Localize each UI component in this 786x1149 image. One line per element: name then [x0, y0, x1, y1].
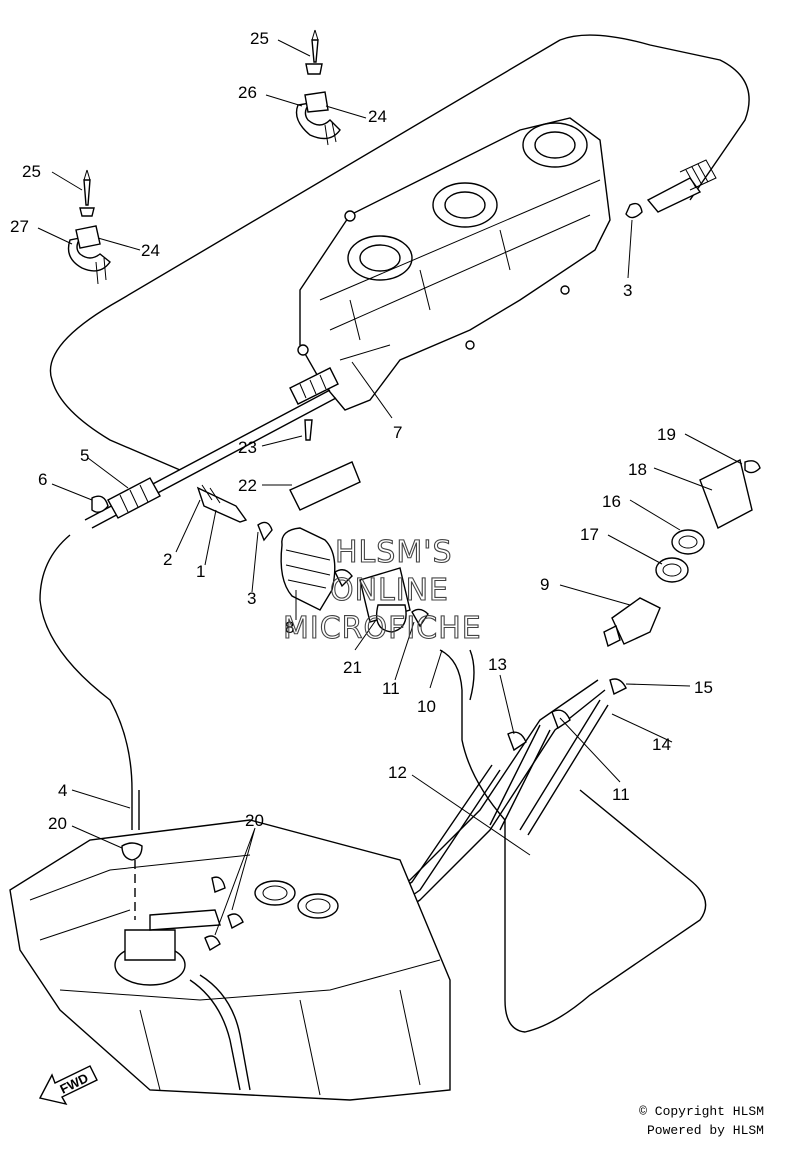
callout-3-right: 3 — [623, 281, 632, 300]
callout-15: 15 — [694, 678, 713, 697]
fuel-tank — [9, 819, 451, 1101]
callout-2: 2 — [163, 550, 172, 569]
callout-19: 19 — [657, 425, 676, 444]
callout-13: 13 — [488, 655, 507, 674]
callout-3-left: 3 — [247, 589, 256, 608]
callout-17: 17 — [580, 525, 599, 544]
copyright-line: © Copyright HLSM — [639, 1104, 764, 1119]
clip-6 — [91, 495, 109, 513]
watermark-line1: HLSM'S — [335, 535, 453, 570]
callout-12: 12 — [388, 763, 407, 782]
callout-21: 21 — [343, 658, 362, 677]
callout-24-top: 24 — [368, 107, 387, 126]
fuel-filter-assembly — [257, 419, 429, 633]
powered-by-line: Powered by HLSM — [646, 1123, 764, 1138]
callout-25-top: 25 — [250, 29, 269, 48]
callout-18: 18 — [628, 460, 647, 479]
callout-9: 9 — [540, 575, 549, 594]
cable-tie-27-24 — [67, 169, 111, 285]
callout-20-mid: 20 — [245, 811, 264, 830]
vent-hose-4 — [131, 790, 140, 830]
forward-direction-arrow: FWD — [38, 1065, 98, 1106]
carburetor-assembly — [297, 117, 611, 411]
callout-14: 14 — [652, 735, 671, 754]
clip-20 — [121, 842, 143, 861]
watermark-line3: MICROFICHE — [283, 611, 482, 646]
callout-8: 8 — [285, 618, 294, 637]
callout-6: 6 — [38, 470, 47, 489]
vent-check-valve-assembly — [603, 458, 761, 696]
callout-24-left: 24 — [141, 241, 160, 260]
cable-tie-26-24 — [295, 29, 341, 146]
hose-routing-outline — [49, 34, 750, 471]
callout-27: 27 — [10, 217, 29, 236]
hose-fitting-right — [625, 159, 717, 219]
hose-routing-lower — [39, 534, 133, 791]
callout-23: 23 — [238, 438, 257, 457]
callout-5: 5 — [80, 446, 89, 465]
callout-22: 22 — [238, 476, 257, 495]
fuel-hose-1-2 — [84, 367, 339, 529]
callout-16: 16 — [602, 492, 621, 511]
callout-4: 4 — [58, 781, 67, 800]
callout-10: 10 — [417, 697, 436, 716]
callout-7: 7 — [393, 423, 402, 442]
callout-1: 1 — [196, 562, 205, 581]
callout-25-left: 25 — [22, 162, 41, 181]
watermark-line2: ONLINE — [330, 573, 449, 608]
leader-lines — [37, 39, 743, 936]
fwd-label: FWD — [58, 1070, 91, 1096]
callout-11-right: 11 — [612, 785, 630, 804]
callout-20-left: 20 — [48, 814, 67, 833]
callout-11-mid: 11 — [382, 679, 400, 698]
callout-26: 26 — [238, 83, 257, 102]
